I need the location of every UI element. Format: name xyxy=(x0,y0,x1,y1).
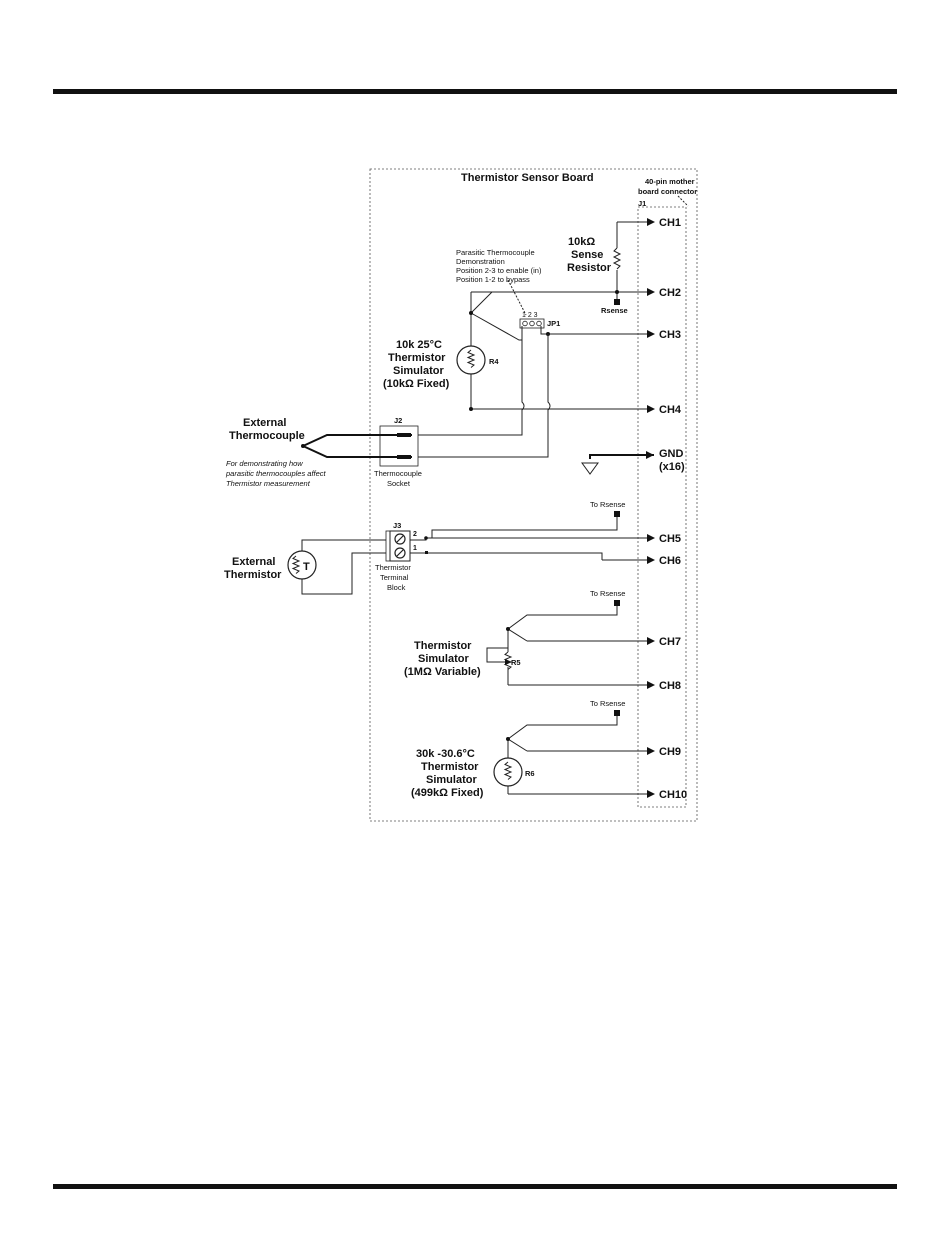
sense-resistor xyxy=(612,222,622,305)
jumper-note-line3: Position 2-3 to enable (in) xyxy=(456,266,542,275)
r4-line2: Thermistor xyxy=(388,352,446,364)
ch9-label: CH9 xyxy=(659,746,681,758)
ch7-label: CH7 xyxy=(659,636,681,648)
ext-thermistor-line2: Thermistor xyxy=(224,569,282,581)
terminal-pin2: 2 xyxy=(413,531,417,538)
terminal-block-ref: J3 xyxy=(393,521,401,530)
sense-resistor-line3: Resistor xyxy=(567,262,612,274)
gnd-count: (x16) xyxy=(659,461,685,473)
ext-thermistor-line1: External xyxy=(232,556,275,568)
socket-ref: J2 xyxy=(394,416,402,425)
jumper-ref: JP1 xyxy=(547,319,560,328)
r4-ref: R4 xyxy=(489,357,499,366)
terminal-block-line1: Thermistor xyxy=(375,563,411,572)
terminal-block-line2: Terminal xyxy=(380,573,409,582)
r6-network xyxy=(493,710,620,794)
jumper-note-line4: Position 1-2 to bypass xyxy=(456,275,530,284)
ch5-label: CH5 xyxy=(659,533,681,545)
rsense-node-label: Rsense xyxy=(601,306,628,315)
terminal-pin1: 1 xyxy=(413,545,417,552)
to-rsense-2: To Rsense xyxy=(590,589,625,598)
to-rsense-1: To Rsense xyxy=(590,500,625,509)
ext-thermistor-symbol: T xyxy=(303,561,310,573)
gnd-wire xyxy=(589,454,654,459)
thermocouple-assembly xyxy=(301,425,419,467)
thermocouple-note-line1: For demonstrating how xyxy=(226,459,303,468)
ch8-label: CH8 xyxy=(659,680,681,692)
connector-note-leader xyxy=(677,195,689,207)
r5-line2: Simulator xyxy=(418,653,469,665)
sense-resistor-line2: Sense xyxy=(571,249,603,261)
r6-line4: (499kΩ Fixed) xyxy=(411,787,484,799)
connector-ref: J1 xyxy=(638,199,646,208)
channel-arrows xyxy=(432,218,655,798)
r4-line3: Simulator xyxy=(393,365,444,377)
top-rule xyxy=(53,89,897,94)
ground-symbol xyxy=(581,462,599,475)
r5-network xyxy=(486,600,620,685)
r4-line4: (10kΩ Fixed) xyxy=(383,378,450,390)
external-thermistor-assembly xyxy=(287,511,620,595)
connector-j1-box xyxy=(637,206,687,808)
r5-line3: (1MΩ Variable) xyxy=(404,666,481,678)
ch1-label: CH1 xyxy=(659,217,681,229)
r4-network xyxy=(418,291,551,458)
jumper-pins: 1 2 3 xyxy=(522,312,538,319)
thermocouple-line1: External xyxy=(243,417,286,429)
r4-line1: 10k 25°C xyxy=(396,339,442,351)
board-title: Thermistor Sensor Board xyxy=(461,172,594,184)
r5-line1: Thermistor xyxy=(414,640,472,652)
socket-line2: Socket xyxy=(387,479,411,488)
r6-line3: Simulator xyxy=(426,774,477,786)
thermocouple-note-line2: parasitic thermocouples affect xyxy=(225,469,327,478)
connector-note-line1: 40-pin mother xyxy=(645,177,695,186)
bottom-rule xyxy=(53,1184,897,1189)
jumper-note-line1: Parasitic Thermocouple xyxy=(456,248,535,257)
terminal-block-line3: Block xyxy=(387,583,406,592)
connector-note-line2: board connector xyxy=(638,187,697,196)
r5-ref: R5 xyxy=(511,658,521,667)
ch3-label: CH3 xyxy=(659,329,681,341)
ch4-label: CH4 xyxy=(659,404,682,416)
r6-line1: 30k -30.6°C xyxy=(416,748,475,760)
gnd-label: GND xyxy=(659,448,684,460)
socket-line1: Thermocouple xyxy=(374,469,422,478)
sense-resistor-line1: 10kΩ xyxy=(568,236,595,248)
jumper-note-line2: Demonstration xyxy=(456,257,505,266)
r6-line2: Thermistor xyxy=(421,761,479,773)
ch10-label: CH10 xyxy=(659,789,687,801)
ch2-label: CH2 xyxy=(659,287,681,299)
to-rsense-3: To Rsense xyxy=(590,699,625,708)
board-outline xyxy=(369,168,698,822)
r6-ref: R6 xyxy=(525,769,535,778)
ch6-label: CH6 xyxy=(659,555,681,567)
thermocouple-line2: Thermocouple xyxy=(229,430,305,442)
jumper-jp1 xyxy=(507,279,545,329)
thermocouple-note-line3: Thermistor measurement xyxy=(226,479,311,488)
